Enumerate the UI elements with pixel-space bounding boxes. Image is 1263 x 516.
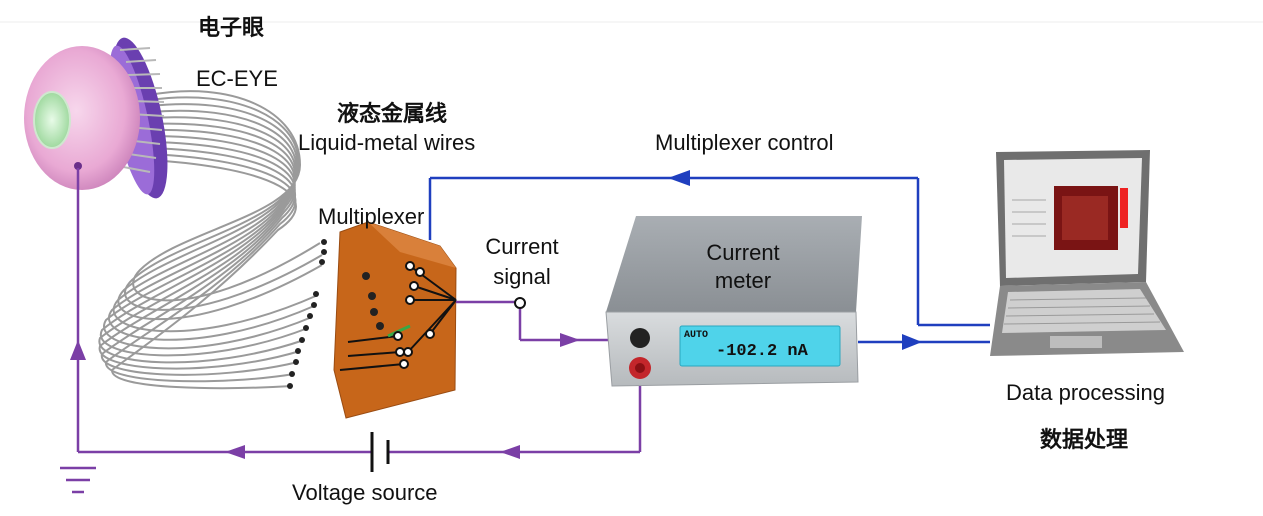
current-signal-line [456, 300, 632, 342]
arrow-left-control [668, 170, 690, 186]
data-processing-label-cn: 数据处理 [1040, 428, 1129, 453]
wire-terminals [287, 239, 327, 389]
current-meter [605, 216, 862, 387]
arrow-left-2 [500, 445, 520, 459]
arrow-right-signal [560, 333, 580, 347]
meter-mode: AUTO [684, 330, 709, 341]
liquid-metal-wires [98, 90, 323, 390]
wires-label-cn: 液态金属线 [337, 102, 448, 127]
eye-label-cn: 电子眼 [198, 16, 265, 41]
laptop-icon [990, 150, 1184, 356]
eye-icon [24, 37, 168, 199]
data-processing-label-en: Data processing [1006, 380, 1165, 405]
current-signal-label-line2: signal [493, 264, 551, 289]
multiplexer [333, 221, 457, 419]
meter-reading: -102.2 nA [716, 342, 808, 361]
arrow-up-ground [70, 340, 86, 360]
meter-label-line1: Current [706, 240, 780, 265]
multiplexer-label: Multiplexer [318, 204, 425, 229]
multiplexer-control-label: Multiplexer control [655, 130, 834, 155]
signal-terminal [514, 297, 526, 309]
current-signal-label-line1: Current [485, 234, 559, 259]
meter-display [679, 325, 841, 367]
eye-label-en: EC-EYE [196, 66, 278, 91]
arrow-left-1 [225, 445, 245, 459]
wires-label-en: Liquid-metal wires [298, 130, 476, 155]
voltage-source-label: Voltage source [292, 480, 438, 505]
arrow-right-data [902, 334, 922, 350]
ground-symbol-icon [60, 466, 96, 494]
battery-icon [370, 432, 390, 472]
meter-label-line2: meter [714, 268, 772, 293]
